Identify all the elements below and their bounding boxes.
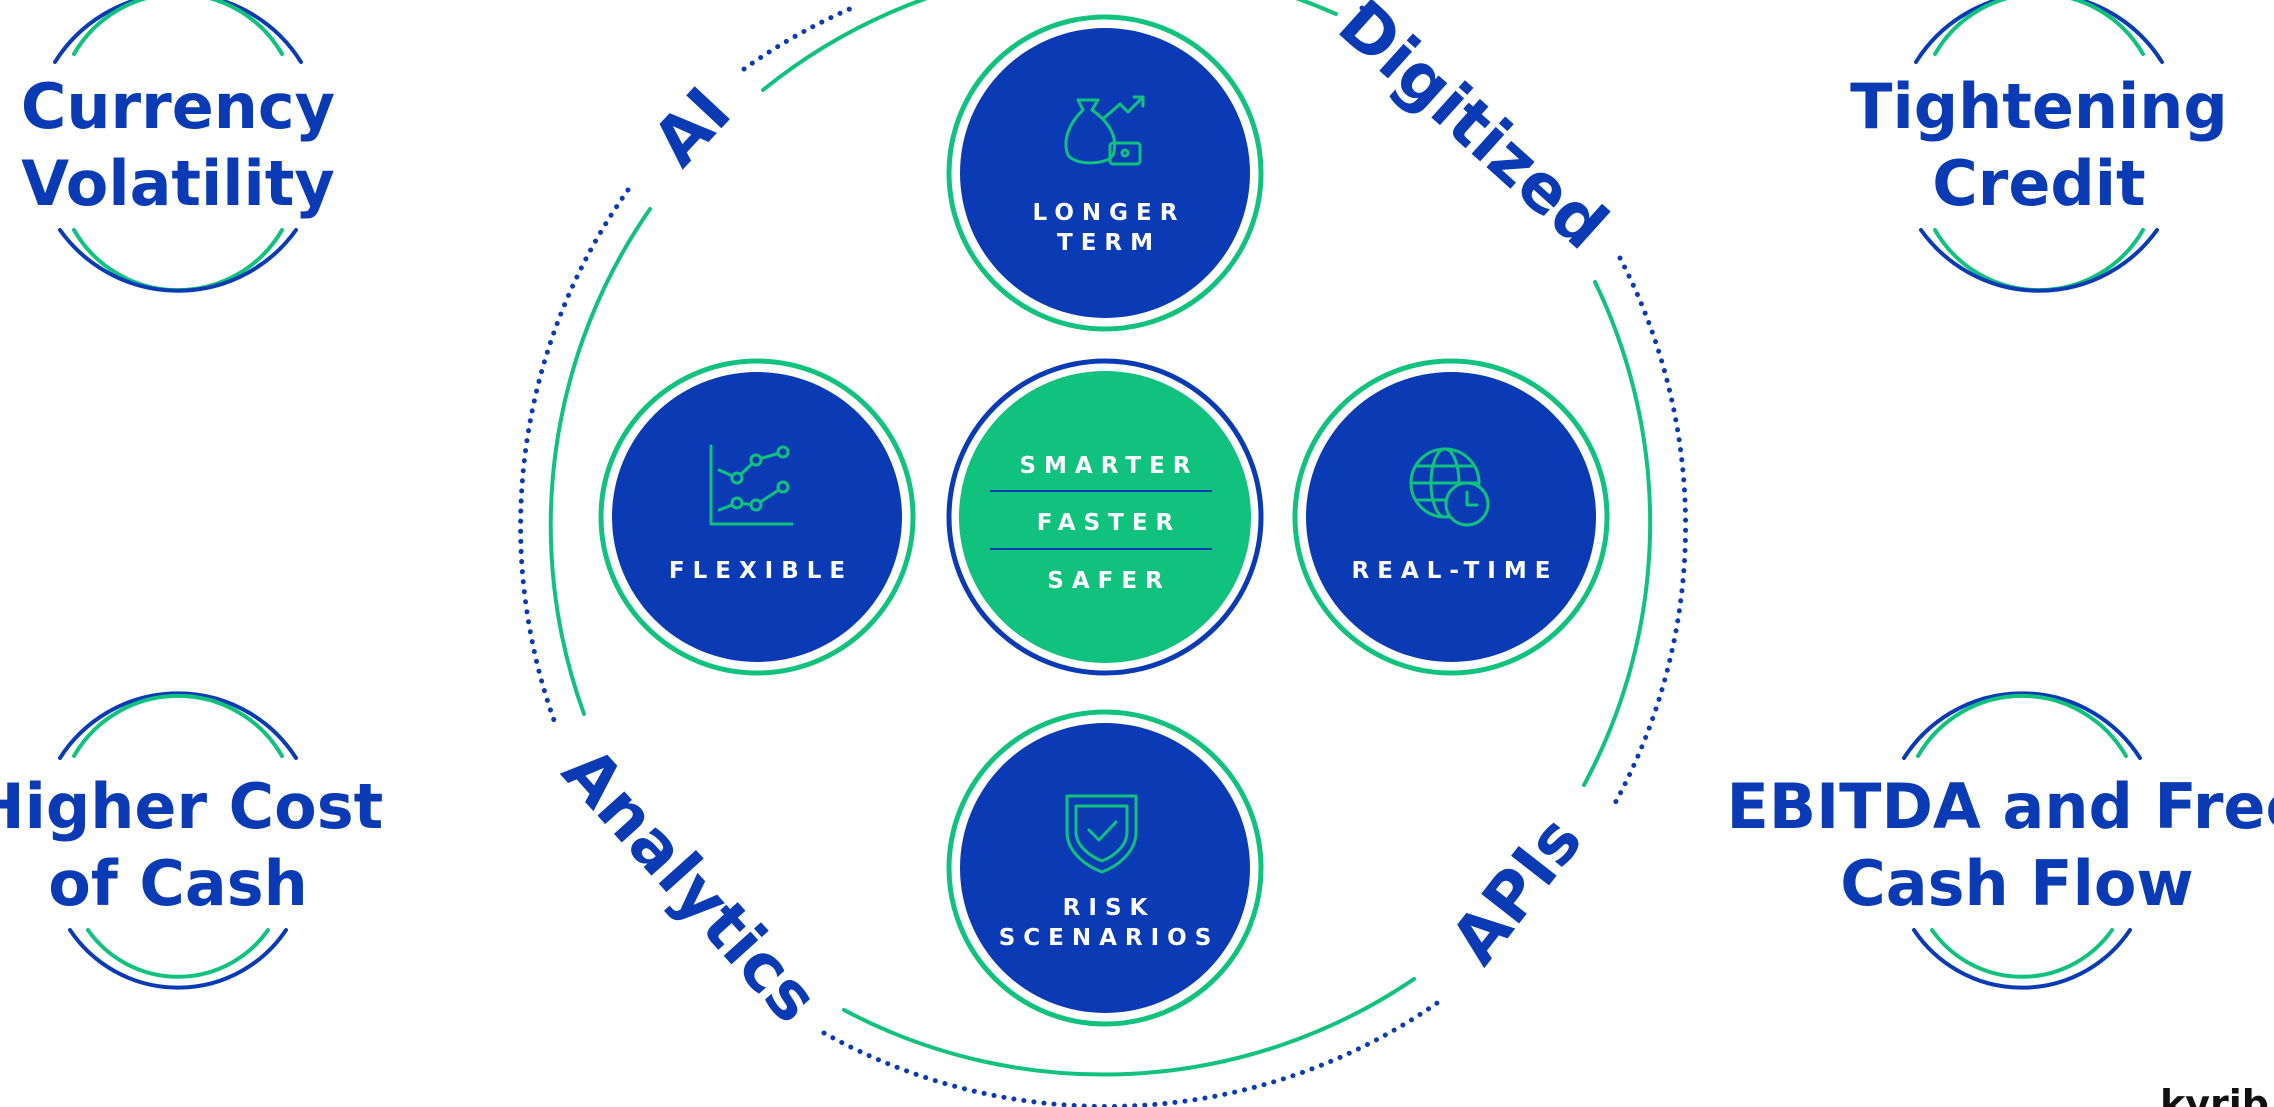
bracket-arc-top-outer [1902,691,2142,760]
bracket-arc-bottom-inner [72,228,284,293]
node-longer-term-line2: TERM [1057,230,1161,256]
money-bag-growth-icon [1064,95,1145,166]
green-arc-left [548,207,652,716]
pressure-higher-cost-of-cash-line2: of Cash [48,847,308,920]
node-longer-term: LONGER TERM [946,14,1264,332]
ring-word-digitized: Digitized [1324,0,1622,264]
ring-word-analytics: Analytics [548,733,833,1038]
green-arc-right [1582,280,1653,787]
node-risk-scenarios-line1: RISK [1063,895,1156,921]
bracket-arc-top-inner [72,0,284,56]
green-arc-top [761,0,1338,92]
pressure-tightening-credit-line2: Credit [1932,147,2145,220]
bracket-arc-bottom-inner [86,928,270,979]
dotted-arc-top-right [1359,5,1386,20]
pressure-currency-volatility: Currency Volatility [21,0,335,293]
globe-clock-icon [1409,447,1490,527]
bracket-arc-bottom-outer [1919,228,2159,293]
pressure-higher-cost-of-cash: Higher Cost of Cash [0,691,383,990]
pressure-ebitda-free-cash-flow-line1: EBITDA and Free [1726,770,2274,843]
node-risk-scenarios-line2: SCENARIOS [999,925,1220,951]
bracket-arc-bottom-inner [1933,228,2145,293]
pressure-tightening-credit-line1: Tightening [1850,70,2228,143]
outer-ring [518,0,1689,1107]
dotted-arc-right [1611,255,1689,808]
node-center: SMARTER FASTER SAFER [946,358,1264,676]
center-label-faster: FASTER [1037,510,1182,536]
node-real-time-label: REAL-TIME [1352,558,1559,584]
ring-word-ai: AI [638,73,746,181]
bracket-arc-top-outer [58,691,298,760]
green-arc-bottom [842,977,1416,1077]
node-flexible-label: FLEXIBLE [669,558,853,584]
dotted-arc-left [518,187,631,726]
pressure-ebitda-free-cash-flow: EBITDA and Free Cash Flow [1726,691,2274,990]
pressure-higher-cost-of-cash-line1: Higher Cost [0,770,383,843]
node-risk-scenarios: RISK SCENARIOS [946,709,1264,1027]
center-label-safer: SAFER [1047,568,1171,594]
bracket-arc-bottom-outer [1912,928,2132,990]
dotted-arc-top-left [741,5,855,72]
brand-logo: kyrib [2160,1082,2269,1107]
bracket-arc-bottom-inner [1930,928,2114,979]
bracket-arc-top-inner [1933,0,2145,56]
ring-word-apis: APIs [1436,802,1597,978]
shield-check-icon [1065,794,1138,874]
pressure-currency-volatility-line1: Currency [21,70,335,143]
bracket-arc-top-outer [1914,0,2164,64]
bracket-arc-top-inner [72,693,284,758]
bracket-arc-bottom-outer [68,928,288,990]
node-longer-term-line1: LONGER [1033,200,1186,226]
bracket-arc-top-outer [53,0,303,64]
center-label-smarter: SMARTER [1019,453,1198,479]
pressure-tightening-credit: Tightening Credit [1850,0,2228,293]
bracket-arc-bottom-outer [58,228,298,293]
pressure-currency-volatility-line2: Volatility [21,147,335,220]
bracket-arc-top-inner [1916,693,2128,758]
pressure-ebitda-free-cash-flow-line2: Cash Flow [1840,847,2193,920]
line-chart-icon [709,444,794,526]
node-flexible: FLEXIBLE [598,358,916,676]
node-real-time: REAL-TIME [1292,358,1610,676]
dotted-arc-bottom [821,998,1443,1107]
